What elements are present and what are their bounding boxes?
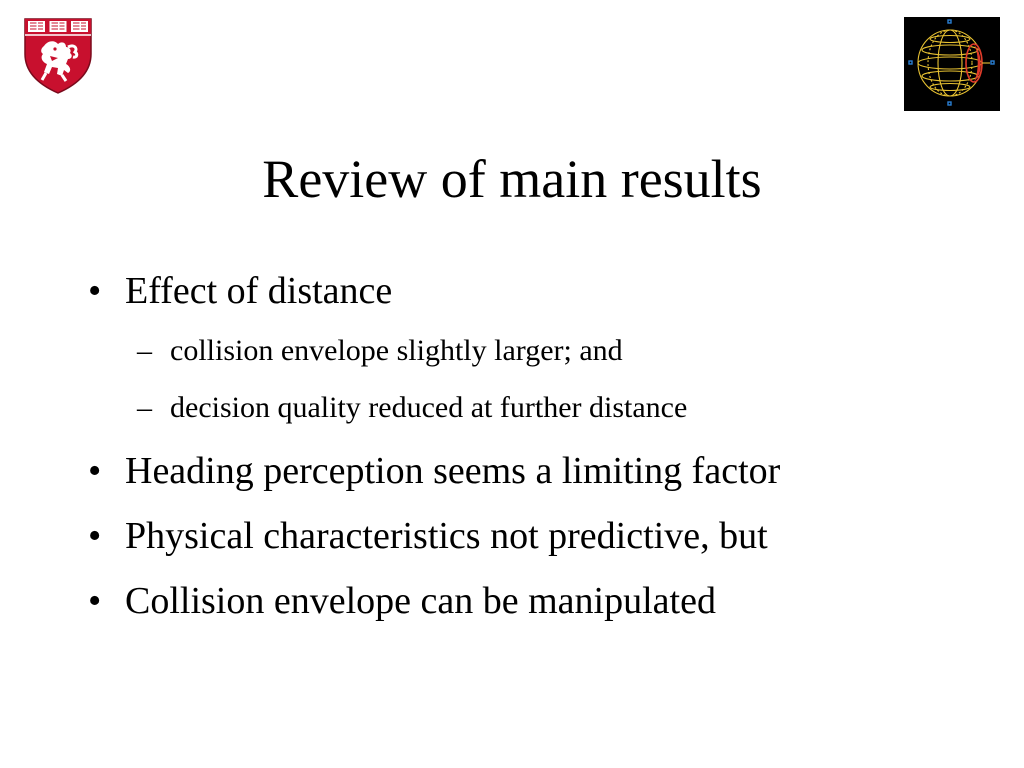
bullet-item: • Heading perception seems a limiting fac…: [88, 447, 780, 495]
bullet-item: • Effect of distance: [88, 267, 392, 315]
wireframe-globe-icon: [904, 17, 1000, 111]
harvard-shield-icon: [24, 18, 92, 94]
sub-bullet-item: –collision envelope slightly larger; and: [137, 331, 623, 371]
bullet-marker: •: [88, 515, 102, 557]
dash-marker: –: [137, 334, 152, 367]
bullet-text: Heading perception seems a limiting fact…: [125, 450, 781, 492]
sub-bullet-text: collision envelope slightly larger; and: [170, 334, 623, 367]
bullet-text: Physical characteristics not predictive,…: [125, 515, 768, 557]
bullet-text: Collision envelope can be manipulated: [125, 580, 716, 622]
sub-bullet-text: decision quality reduced at further dist…: [170, 391, 688, 424]
bullet-item: • Collision envelope can be manipulated: [88, 577, 716, 625]
bullet-item: • Physical characteristics not predictive…: [88, 512, 768, 560]
slide-title: Review of main results: [262, 149, 762, 209]
bullet-marker: •: [88, 450, 102, 492]
dash-marker: –: [137, 391, 152, 424]
bullet-text: Effect of distance: [125, 270, 393, 312]
sub-bullet-item: –decision quality reduced at further dis…: [137, 388, 687, 428]
bullet-marker: •: [88, 270, 102, 312]
bullet-marker: •: [88, 580, 102, 622]
